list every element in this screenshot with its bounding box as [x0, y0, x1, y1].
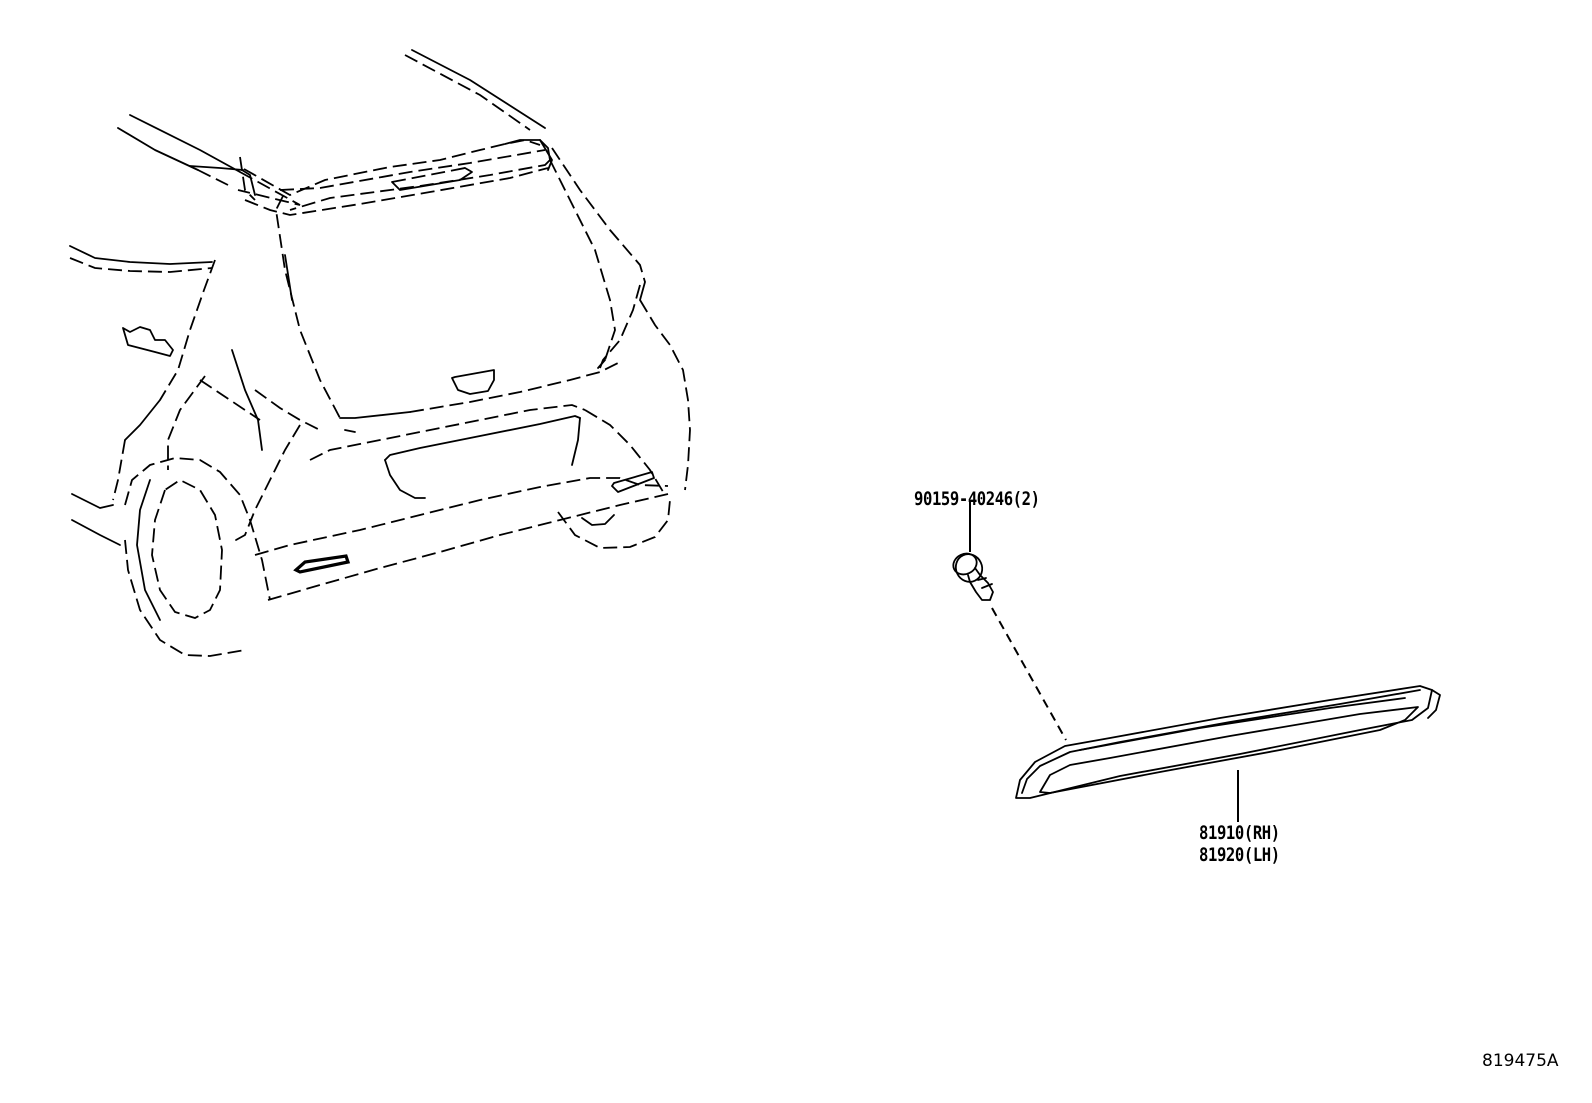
reflector-illustration — [1015, 685, 1441, 822]
screw-illustration — [952, 502, 1067, 741]
vehicle-rear-illustration — [69, 49, 691, 657]
part-label-reflector-lh[interactable]: 81920(LH) — [1199, 844, 1280, 866]
part-label-screw[interactable]: 90159-40246(2) — [914, 488, 1040, 510]
part-label-reflector-rh[interactable]: 81910(RH) — [1199, 822, 1280, 844]
illustration-id: 819475A — [1482, 1051, 1559, 1071]
